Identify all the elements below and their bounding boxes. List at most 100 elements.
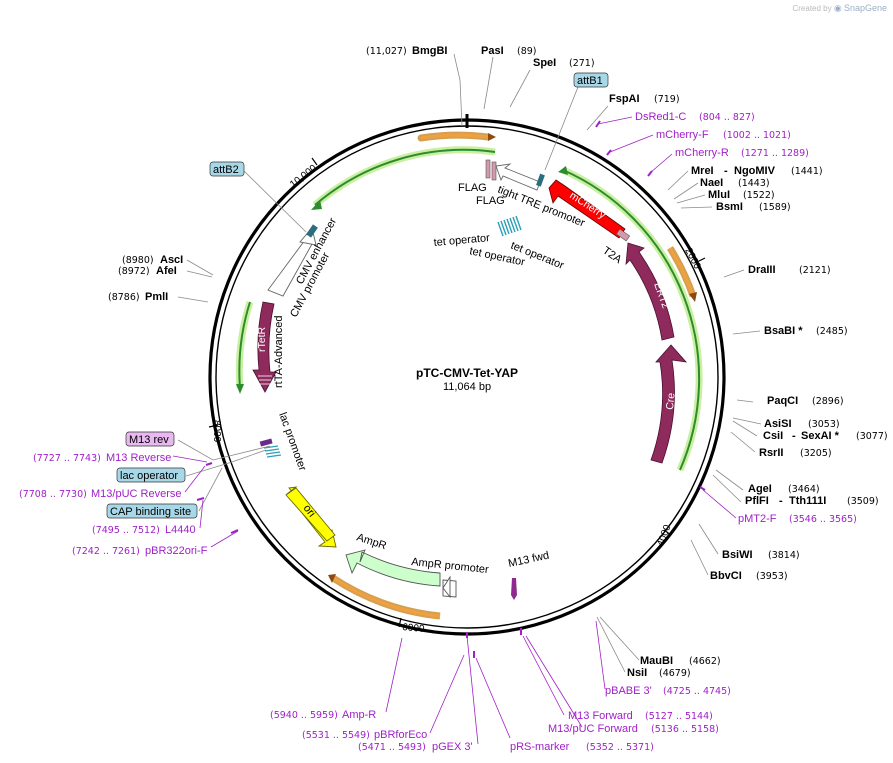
- feature-m13-fwd: M13 fwd: [507, 550, 550, 600]
- feature-t2a: [615, 228, 631, 242]
- site-nsii: NsiI (4679): [627, 667, 691, 679]
- svg-text:AscI: AscI: [160, 254, 183, 266]
- primer-prs-marker: pRS-marker (5352 .. 5371): [510, 741, 654, 753]
- svg-text:pBRforEco: pBRforEco: [374, 729, 427, 741]
- primer-amp-r: (5940 .. 5959) Amp-R: [270, 709, 376, 721]
- svg-text:(1441): (1441): [791, 166, 823, 177]
- feature-label: tet operator: [433, 232, 490, 249]
- svg-text:RsrII: RsrII: [759, 447, 783, 459]
- svg-text:AfeI: AfeI: [156, 265, 177, 277]
- site-draiii: DraIII (2121): [748, 264, 831, 276]
- svg-text:M13 Reverse: M13 Reverse: [106, 452, 171, 464]
- svg-text:CsiI: CsiI: [763, 430, 783, 442]
- feature-label: Cre: [664, 392, 677, 410]
- svg-text:(3814): (3814): [768, 550, 800, 561]
- feature-cmv: CMV enhancer CMV promoter: [267, 216, 339, 319]
- feature-label: M13 fwd: [507, 550, 550, 570]
- svg-text:(3205): (3205): [800, 448, 832, 459]
- svg-text:PasI: PasI: [481, 45, 504, 57]
- svg-text:DsRed1-C: DsRed1-C: [635, 111, 686, 123]
- primer-m13-puc-reverse: (7708 .. 7730) M13/pUC Reverse: [19, 488, 181, 500]
- svg-text:L4440: L4440: [165, 524, 196, 536]
- svg-text:(1589): (1589): [759, 202, 791, 213]
- primer-m13-forward: M13 Forward (5127 .. 5144): [568, 710, 713, 722]
- svg-text:BsiWI: BsiWI: [722, 549, 753, 561]
- svg-text:(271): (271): [569, 58, 595, 69]
- svg-text:NsiI: NsiI: [627, 667, 647, 679]
- svg-text:FspAI: FspAI: [609, 93, 640, 105]
- primer-dsred1-c: DsRed1-C (804 .. 827): [635, 111, 755, 123]
- feature-tet-operator: tet operator tet operator tet operator: [433, 215, 566, 272]
- svg-text:PflFI: PflFI: [745, 495, 769, 507]
- site-spei: SpeI (271): [533, 57, 595, 69]
- svg-text:(1271 .. 1289): (1271 .. 1289): [741, 148, 809, 159]
- svg-text:M13 Forward: M13 Forward: [568, 710, 633, 722]
- site-paqci: PaqCI (2896): [767, 395, 844, 407]
- site-bmgbi: (11,027) BmgBI: [366, 45, 447, 57]
- site-bsiwi: BsiWI (3814): [722, 549, 800, 561]
- primer-l4440: (7495 .. 7512) L4440: [92, 524, 196, 536]
- svg-text:(2485): (2485): [816, 326, 848, 337]
- credit-brand: SnapGene: [843, 3, 887, 13]
- site-pasi: PasI (89): [481, 45, 537, 57]
- primer-mcherry-r: mCherry-R (1271 .. 1289): [675, 147, 809, 159]
- svg-text:(5471 .. 5493): (5471 .. 5493): [358, 742, 426, 753]
- svg-text:AsiSI: AsiSI: [764, 418, 792, 430]
- feature-label: FLAG: [476, 195, 505, 207]
- site-agei: AgeI (3464): [748, 483, 820, 495]
- primer-pgex3: (5471 .. 5493) pGEX 3': [358, 741, 473, 753]
- svg-text:BsaBI *: BsaBI *: [764, 325, 803, 337]
- primer-m13-puc-forward: M13/pUC Forward (5136 .. 5158): [548, 723, 719, 735]
- svg-text:(5531 .. 5549): (5531 .. 5549): [302, 730, 370, 741]
- svg-text:(1002 .. 1021): (1002 .. 1021): [723, 130, 791, 141]
- site-asisi: AsiSI (3053): [764, 418, 840, 430]
- site-bsmi: BsmI (1589): [716, 201, 791, 213]
- feature-label: T2A: [600, 245, 624, 267]
- plasmid-name: pTC-CMV-Tet-YAP: [416, 366, 518, 380]
- svg-text:NaeI: NaeI: [700, 177, 723, 189]
- primer-mcherry-f: mCherry-F (1002 .. 1021): [656, 129, 791, 141]
- svg-text:attB2: attB2: [213, 164, 239, 176]
- svg-text:-: -: [792, 430, 796, 442]
- box-attb2: attB2: [209, 161, 245, 177]
- primer-pbr322ori-f: (7242 .. 7261) pBR322ori-F: [72, 545, 208, 557]
- ring-arcs: [235, 131, 703, 620]
- svg-text:(719): (719): [654, 94, 680, 105]
- svg-text:pMT2-F: pMT2-F: [738, 513, 777, 525]
- svg-text:AgeI: AgeI: [748, 483, 772, 495]
- svg-text:(3077): (3077): [856, 431, 888, 442]
- svg-text:MauBI: MauBI: [640, 655, 673, 667]
- feature-label: rTetR: [256, 326, 268, 352]
- svg-text:BbvCI: BbvCI: [710, 570, 742, 582]
- svg-text:(5352 .. 5371): (5352 .. 5371): [586, 742, 654, 753]
- tick-label: 8000: [211, 420, 222, 443]
- svg-text:MreI: MreI: [691, 165, 714, 177]
- site-csii: CsiI - SexAI * (3077): [763, 430, 888, 442]
- svg-text:(8972): (8972): [118, 266, 150, 277]
- feature-flag: FLAG FLAG: [458, 159, 505, 207]
- credit-prefix: Created by: [792, 4, 832, 13]
- svg-text:NgoMIV: NgoMIV: [734, 165, 776, 177]
- plasmid-length: 11,064 bp: [443, 381, 491, 393]
- box-attb1: attB1: [573, 72, 609, 88]
- svg-text:(5940 .. 5959): (5940 .. 5959): [270, 710, 338, 721]
- site-bbvci: BbvCI (3953): [710, 570, 788, 582]
- svg-text:(3546 .. 3565): (3546 .. 3565): [789, 514, 857, 525]
- site-afei: (8972) AfeI: [118, 265, 177, 277]
- svg-text:mCherry-R: mCherry-R: [675, 147, 729, 159]
- svg-text:Amp-R: Amp-R: [342, 709, 376, 721]
- site-pmli: (8786) PmlI: [108, 291, 168, 303]
- site-mrei: MreI - NgoMIV (1441): [691, 165, 823, 177]
- svg-text:(8786): (8786): [108, 292, 140, 303]
- svg-text:mCherry-F: mCherry-F: [656, 129, 709, 141]
- svg-text:PmlI: PmlI: [145, 291, 168, 303]
- snapgene-credit: Created by ◉ SnapGene: [792, 3, 887, 14]
- svg-text:MluI: MluI: [708, 189, 730, 201]
- svg-text:(1522): (1522): [743, 190, 775, 201]
- svg-text:(5136 .. 5158): (5136 .. 5158): [651, 724, 719, 735]
- svg-text:CAP binding site: CAP binding site: [110, 506, 191, 518]
- box-cap-binding-site: CAP binding site: [106, 503, 198, 519]
- svg-text:BsmI: BsmI: [716, 201, 743, 213]
- svg-text:(3953): (3953): [756, 571, 788, 582]
- snapgene-logo: ◉: [833, 3, 842, 13]
